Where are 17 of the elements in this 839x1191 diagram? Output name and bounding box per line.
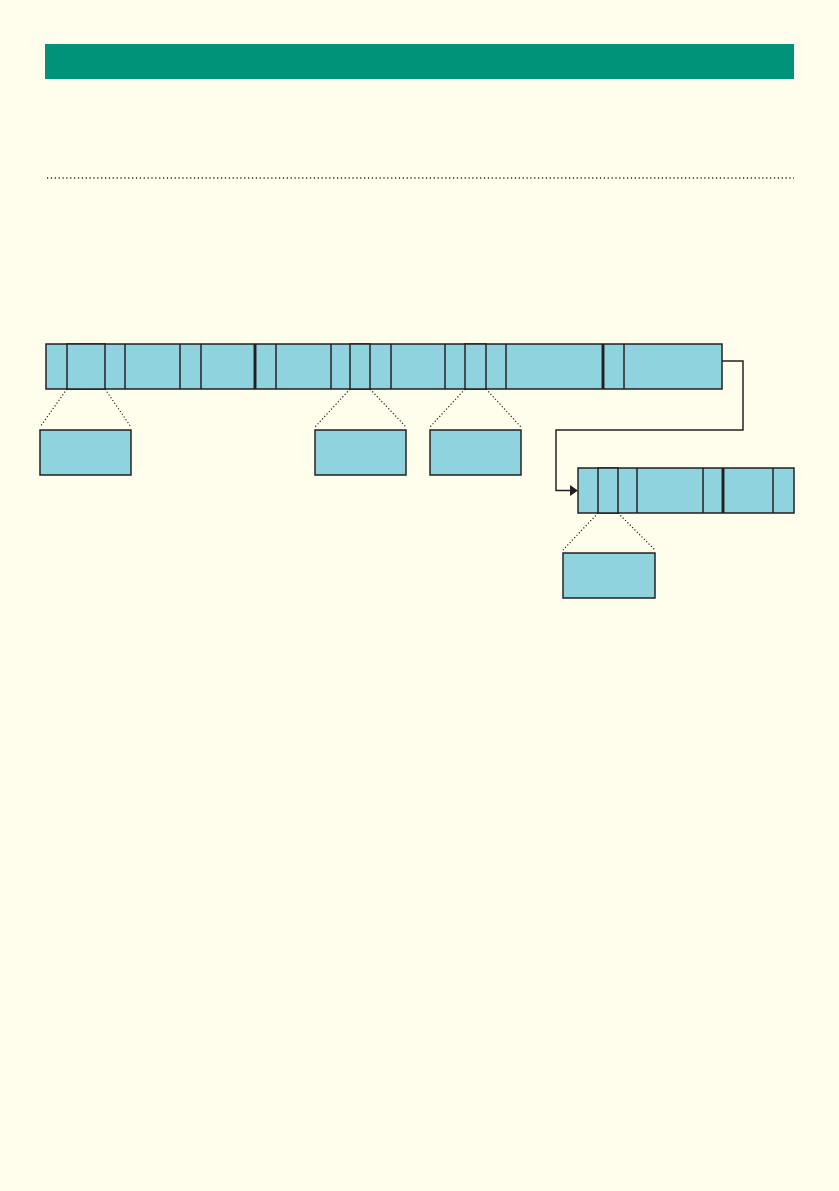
leader-line [39,388,68,428]
leader-line [429,388,466,428]
detail-box [39,429,132,476]
leader-line [617,512,656,551]
strip-segment [464,343,487,390]
leader-line [369,388,407,428]
segmented-strip [577,467,795,514]
strip-segment [597,467,619,514]
detail-box [429,429,522,476]
leader-line [104,388,132,428]
leader-line [562,512,599,551]
leader-line [314,388,351,428]
detail-box [314,429,407,476]
leader-line [485,388,522,428]
strip-segment [349,343,371,390]
detail-box [562,552,656,599]
strip-segment [66,343,106,390]
